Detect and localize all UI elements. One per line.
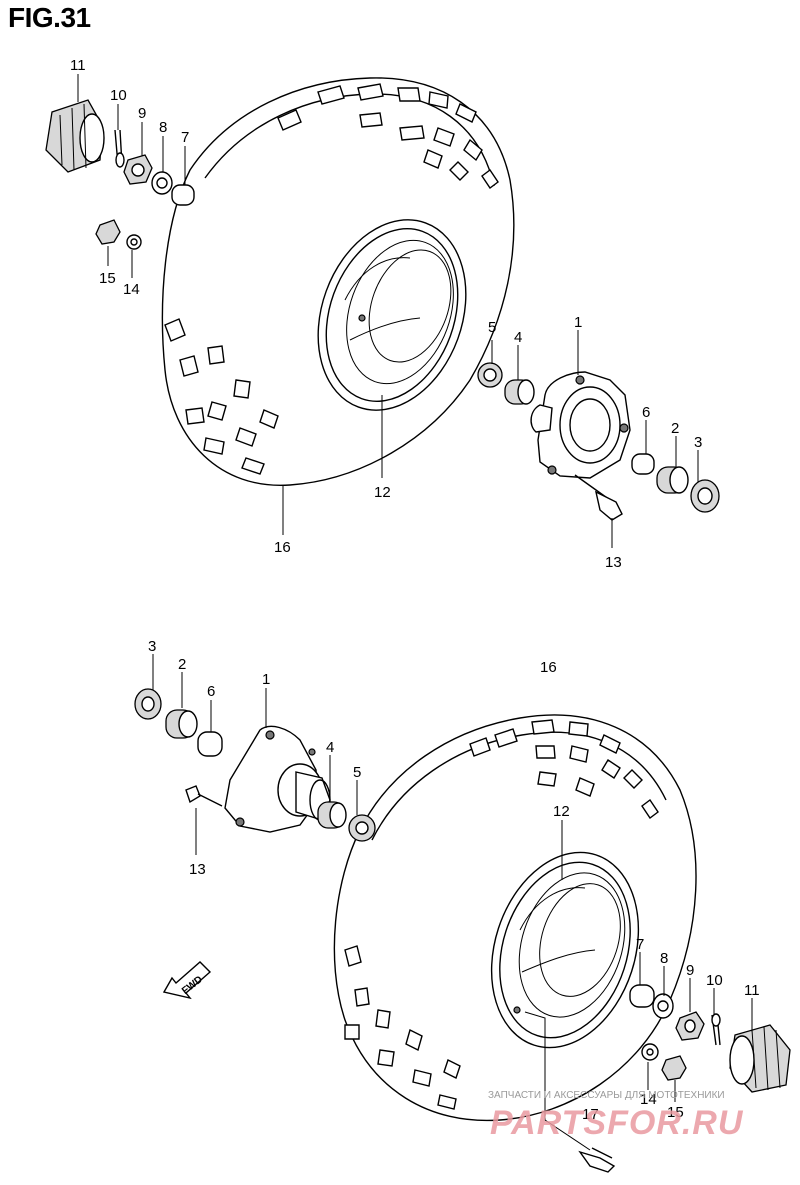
upper-spacer-6 (631, 453, 655, 475)
upper-leader-lines (77, 74, 699, 548)
lower-callouts: 3 2 6 1 4 5 13 16 12 7 8 9 10 11 14 15 1… (148, 638, 760, 1123)
upper-callout-9: 9 (138, 105, 146, 122)
lower-bearing-5 (348, 814, 376, 842)
lower-valve-17 (578, 1147, 616, 1173)
lower-callout-9: 9 (686, 962, 694, 979)
upper-callout-10: 10 (110, 87, 127, 104)
lower-bolt-13 (185, 785, 223, 807)
upper-callout-1: 1 (574, 314, 582, 331)
lower-callout-3: 3 (148, 638, 156, 655)
upper-callout-7: 7 (181, 129, 189, 146)
lower-washer-8 (652, 993, 674, 1019)
upper-callout-3: 3 (694, 434, 702, 451)
lower-callout-7: 7 (636, 936, 644, 953)
upper-bearing-3 (690, 479, 720, 513)
upper-callout-12: 12 (374, 484, 391, 501)
lower-callout-8: 8 (660, 950, 668, 967)
lower-callout-10: 10 (706, 972, 723, 989)
lower-bearing-3 (134, 688, 162, 720)
upper-bearing-5 (477, 362, 503, 388)
upper-callout-13: 13 (605, 554, 622, 571)
lower-callout-14: 14 (640, 1091, 657, 1108)
upper-nut-9 (123, 154, 153, 185)
lower-callout-17: 17 (582, 1106, 599, 1123)
upper-callouts: 11 10 9 8 7 15 14 5 4 1 6 2 3 12 13 16 (70, 57, 702, 571)
lower-tire-tread (344, 719, 659, 1110)
watermark-subtitle: ЗАПЧАСТИ И АКСЕССУАРЫ ДЛЯ МОТОТЕХНИКИ (488, 1090, 725, 1101)
upper-callout-11: 11 (70, 57, 86, 74)
lower-bearing-2 (165, 709, 198, 739)
upper-seal-4 (504, 379, 535, 405)
upper-spacer-7 (171, 184, 195, 206)
lower-callout-12: 12 (553, 803, 570, 820)
lower-cotter-pin-10 (711, 1013, 721, 1046)
lower-nut-9 (675, 1011, 705, 1041)
upper-callout-16: 16 (274, 539, 291, 556)
figure-title: FIG.31 (8, 2, 91, 33)
upper-callout-14: 14 (123, 281, 140, 298)
lower-callout-5: 5 (353, 764, 361, 781)
upper-callout-6: 6 (642, 404, 650, 421)
lower-callout-11: 11 (744, 982, 760, 999)
lower-callout-13: 13 (189, 861, 206, 878)
upper-bearing-2 (656, 466, 689, 494)
upper-nut-15 (95, 219, 121, 245)
lower-seal-4 (317, 801, 347, 829)
lower-callout-1: 1 (262, 671, 270, 688)
lower-hub-cap-11 (729, 1024, 791, 1093)
upper-washer-8 (151, 171, 173, 195)
upper-callout-4: 4 (514, 329, 522, 346)
lower-tire (333, 714, 697, 1122)
lower-wheel-rim (490, 851, 640, 1049)
lower-spacer-6 (197, 731, 223, 757)
lower-spacer-7 (629, 984, 655, 1008)
lower-washer-14 (641, 1043, 659, 1061)
upper-hub-cap-11 (45, 99, 105, 173)
fwd-direction-arrow: FWD (162, 961, 212, 1000)
upper-assembly: 11 10 9 8 7 15 14 5 4 1 6 2 3 12 13 16 (45, 57, 720, 571)
lower-callout-15: 15 (667, 1104, 684, 1121)
lower-callout-2: 2 (178, 656, 186, 673)
upper-wheel-rim (317, 219, 467, 411)
upper-washer-14 (126, 234, 142, 250)
lower-callout-6: 6 (207, 683, 215, 700)
upper-callout-2: 2 (671, 420, 679, 437)
upper-callout-8: 8 (159, 119, 167, 136)
lower-hub (224, 725, 331, 833)
watermark-brand: PARTSFOR.RU (490, 1104, 744, 1142)
upper-callout-5: 5 (488, 319, 496, 336)
lower-callout-4: 4 (326, 739, 334, 756)
lower-nut-15 (661, 1055, 687, 1081)
lower-leader-lines (152, 654, 753, 1151)
upper-tire-tread (164, 83, 499, 475)
upper-hub (530, 371, 631, 479)
lower-callout-16: 16 (540, 659, 557, 676)
lower-assembly: 3 2 6 1 4 5 13 16 12 7 8 9 10 11 14 15 1… (134, 638, 791, 1173)
upper-bolt-13 (574, 474, 623, 521)
upper-cotter-pin-10 (114, 129, 125, 168)
upper-tire (161, 77, 515, 486)
upper-callout-15: 15 (99, 270, 116, 287)
